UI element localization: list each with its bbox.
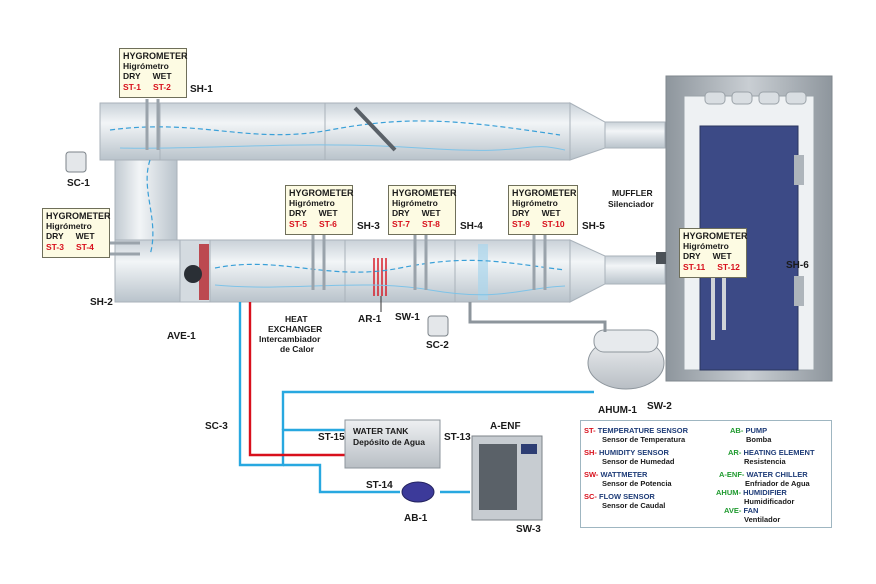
heat-exchanger-label-3: Intercambiador [259,334,321,344]
sensor-st10: ST-10 [541,219,565,229]
label-sw3: SW-3 [516,524,541,535]
hygrometer-subtitle: Higrómetro [512,198,558,208]
label-sw1: SW-1 [395,312,420,323]
wet-label: WET [421,208,441,218]
sensor-st1: ST-1 [123,82,141,92]
humidifier-mesh [478,244,488,300]
heat-exchanger-label-4: de Calor [280,344,315,354]
sensor-st2: ST-2 [152,82,171,92]
wet-label: WET [75,231,95,241]
water-tank [344,419,441,469]
muffler-label-es: Silenciador [608,199,654,209]
left-vertical-duct [114,159,178,241]
label-sh4: SH-4 [460,221,483,232]
label-aenf: A-ENF [490,421,521,432]
dry-label: DRY [289,208,307,218]
hygrometer-subtitle: Higrómetro [392,198,438,208]
label-ab1: AB-1 [404,513,428,524]
heat-exchanger-label-2: EXCHANGER [268,324,323,334]
water-tank-label: WATER TANK [353,426,409,436]
sensor-st9: ST-9 [512,219,530,229]
upper-duct [99,102,571,161]
fan-icon [184,265,202,283]
hygrometer-subtitle: Higrómetro [683,241,729,251]
muffler-label: MUFFLER [612,188,653,198]
hygrometer-subtitle: Higrómetro [123,61,169,71]
pump-icon [401,481,435,503]
wet-label: WET [712,251,732,261]
sensor-st11: ST-11 [683,262,706,272]
hygrometer-3: HYGROMETER Higrómetro DRY WET ST-5 ST-6 [285,185,354,235]
hygrometer-subtitle: Higrómetro [46,221,92,231]
hygrometer-1: HYGROMETER Higrómetro DRY WET ST-1 ST-2 [119,48,188,98]
label-sh5: SH-5 [582,221,605,232]
flow-sensor-sc2 [427,315,449,337]
label-ave1: AVE-1 [167,331,196,342]
hygrometer-title: HYGROMETER [683,231,748,241]
hygrometer-2: HYGROMETER Higrómetro DRY WET ST-3 ST-4 [42,208,111,258]
hygrometer-title: HYGROMETER [512,188,577,198]
label-ahum1: AHUM-1 [598,405,637,416]
hygrometer-title: HYGROMETER [46,211,111,221]
legend [580,420,832,528]
sensor-st3: ST-3 [46,242,64,252]
label-sc3: SC-3 [205,421,228,432]
flow-sensor-sc1 [65,151,87,173]
wet-label: WET [152,71,172,81]
heating-element-icon [373,258,387,296]
label-sw2: SW-2 [647,401,672,412]
wet-label: WET [318,208,338,218]
hygrometer-title: HYGROMETER [289,188,354,198]
sensor-st4: ST-4 [75,242,94,252]
dry-label: DRY [46,231,64,241]
dry-label: DRY [392,208,410,218]
hygrometer-title: HYGROMETER [123,51,188,61]
dry-label: DRY [123,71,141,81]
label-ar1: AR-1 [358,314,382,325]
hygrometer-4: HYGROMETER Higrómetro DRY WET ST-7 ST-8 [388,185,457,235]
sensor-st7: ST-7 [392,219,410,229]
hygrometer-title: HYGROMETER [392,188,457,198]
label-sh6: SH-6 [786,260,809,271]
hygrometer-5: HYGROMETER Higrómetro DRY WET ST-9 ST-10 [508,185,578,235]
hygrometer-subtitle: Higrómetro [289,198,335,208]
label-sh2: SH-2 [90,297,113,308]
label-sc1: SC-1 [67,178,90,189]
heat-exchanger-label-1: HEAT [285,314,308,324]
fan-heater-grid [199,244,209,300]
label-sc2: SC-2 [426,340,449,351]
sensor-st8: ST-8 [421,219,440,229]
water-tank-label-es: Depósito de Agua [353,437,425,447]
sensor-st6: ST-6 [318,219,337,229]
sensor-st12: ST-12 [717,262,740,272]
label-st13: ST-13 [444,432,471,443]
wet-label: WET [541,208,561,218]
label-st14: ST-14 [366,480,393,491]
label-st15: ST-15 [318,432,345,443]
label-sh3: SH-3 [357,221,380,232]
dry-label: DRY [683,251,701,261]
hygrometer-6: HYGROMETER Higrómetro DRY WET ST-11 ST-12 [679,228,748,278]
sensor-st5: ST-5 [289,219,307,229]
damper-icon [353,106,397,152]
label-sh1: SH-1 [190,84,213,95]
dry-label: DRY [512,208,530,218]
